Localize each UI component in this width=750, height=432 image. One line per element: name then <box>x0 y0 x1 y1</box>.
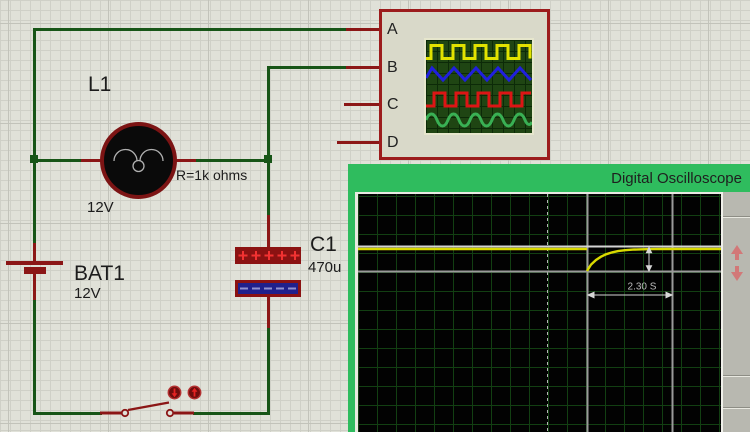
switch-toggle-up-button[interactable] <box>187 385 202 400</box>
lamp-pin-left[interactable] <box>81 159 103 162</box>
wire-bottom-right[interactable] <box>193 412 270 415</box>
capacitor-ref-label: C1 <box>310 233 337 256</box>
arrow-down-icon <box>731 272 743 281</box>
red-square-wave <box>426 91 531 108</box>
arrow-down-icon <box>171 393 178 398</box>
battery-ref-label: BAT1 <box>74 262 125 285</box>
measurement-arrows <box>586 246 674 299</box>
switch-component[interactable] <box>95 380 215 420</box>
panel-divider <box>723 216 750 218</box>
scope-screen-frame: 2.30 S <box>355 192 721 432</box>
wire-bottom-left[interactable] <box>33 412 102 415</box>
switch-lever[interactable] <box>127 401 170 412</box>
battery-plate-positive[interactable] <box>6 261 63 265</box>
panel-divider <box>723 375 750 377</box>
waveforms-icon <box>426 44 532 128</box>
junction-dot <box>30 155 38 163</box>
junction-dot <box>264 155 272 163</box>
lamp-component[interactable] <box>100 122 177 199</box>
arrow-up-icon <box>191 387 198 392</box>
panel-divider <box>723 407 750 409</box>
scope-side-panel[interactable] <box>721 192 750 432</box>
scope-pin-b[interactable] <box>346 66 380 69</box>
window-titlebar[interactable]: Digital Oscilloscope <box>611 170 742 187</box>
scope-screen: 2.30 S <box>358 194 721 432</box>
switch-terminal-left <box>120 408 130 418</box>
capacitor-plate-negative[interactable] <box>235 280 301 297</box>
battery-pin-top[interactable] <box>33 243 36 262</box>
cap-pin-top[interactable] <box>267 215 270 247</box>
lamp-filament-icon <box>113 148 164 173</box>
wire-top[interactable] <box>33 28 346 31</box>
green-sine-wave <box>426 112 532 128</box>
scope-pin-label-c: C <box>387 96 399 113</box>
wire-to-pin-b[interactable] <box>267 66 346 69</box>
wire-cap-upper[interactable] <box>267 66 270 215</box>
scope-pin-label-b: B <box>387 59 398 76</box>
scope-trace-overlay: 2.30 S <box>358 194 721 432</box>
battery-pin-bottom[interactable] <box>33 274 36 300</box>
time-measurement-label: 2.30 S <box>628 282 657 293</box>
wire-lamp-right[interactable] <box>196 159 270 162</box>
position-adjust-arrows-icon[interactable] <box>728 244 746 282</box>
arrow-up-icon <box>731 245 743 254</box>
oscilloscope-window: Digital Oscilloscope <box>348 164 750 432</box>
cap-pin-bottom[interactable] <box>267 297 270 328</box>
trace-channel-a-charging-curve <box>585 247 721 272</box>
switch-toggle-down-button[interactable] <box>167 385 182 400</box>
blue-triangle-wave <box>426 65 532 83</box>
minus-marks-icon <box>240 287 296 290</box>
lamp-ref-label: L1 <box>88 73 112 96</box>
wire-left-lower[interactable] <box>33 300 36 415</box>
plus-marks-icon <box>238 251 300 260</box>
wire-cap-lower[interactable] <box>267 328 270 415</box>
lamp-value-label: 12V <box>87 199 114 216</box>
battery-plate-negative[interactable] <box>24 267 46 274</box>
capacitor-value-label: 470u <box>308 259 342 276</box>
capacitor-plate-positive[interactable] <box>235 247 301 264</box>
battery-value-label: 12V <box>74 285 101 302</box>
scope-pin-label-a: A <box>387 21 398 38</box>
wire-left-upper[interactable] <box>33 28 36 243</box>
scope-pin-label-d: D <box>387 134 399 151</box>
switch-terminal-right <box>165 408 175 418</box>
scope-pin-d[interactable] <box>337 141 380 144</box>
wire-lamp-left[interactable] <box>33 159 81 162</box>
scope-pin-a[interactable] <box>346 28 380 31</box>
lamp-pin-right[interactable] <box>174 159 196 162</box>
scope-screen-icon <box>424 38 534 135</box>
scope-pin-c[interactable] <box>344 103 380 106</box>
yellow-square-wave <box>426 44 532 60</box>
lamp-annotation-label: R=1k ohms <box>176 167 248 183</box>
